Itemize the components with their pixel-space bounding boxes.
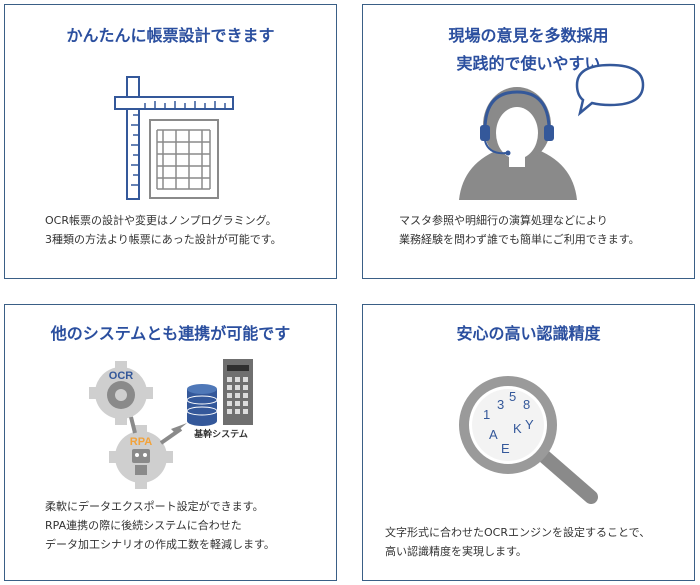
rpa-robot-icon [109,425,173,489]
desc-line: 業務経験を問わず誰でも簡単にご利用できます。 [399,233,640,246]
lens-char: K [513,421,522,436]
card-title: 他のシステムとも連携が可能です [50,324,291,343]
desc-line: データ加工シナリオの作成工数を軽減します。 [45,538,275,551]
rpa-label: RPA [130,436,152,448]
card-title: 安心の高い認識精度 [456,324,601,343]
desc-line: OCR帳票の設計や変更はノンプログラミング。 [45,214,277,227]
desc-line: 高い認識精度を実現します。 [385,545,527,558]
operator-headset-icon [459,63,645,200]
ocr-gear-icon [89,361,153,425]
desc-line: 柔軟にデータエクスポート設定ができます。 [45,500,264,513]
feature-card-form-design: かんたんに帳票設計できます OCR帳票の設計 [4,4,337,279]
lens-char: 3 [497,397,504,412]
card-description: マスタ参照や明細行の演算処理などにより 業務経験を問わず誰でも簡単にご利用できま… [399,211,640,249]
desc-line: RPA連携の際に後続システムに合わせた [45,519,242,532]
lens-char: 5 [509,389,516,404]
card-title-line: 実践的で使いやすい [456,54,601,73]
card-title-line: 現場の意見を多数採用 [448,26,609,45]
integration-diagram: OCR RPA [89,359,253,489]
lens-char: Y [525,417,534,432]
lens-char: 8 [523,397,530,412]
feature-card-integration: 他のシステムとも連携が可能です OCR RPA [4,304,337,581]
card-description: 柔軟にデータエクスポート設定ができます。 RPA連携の際に後続システムに合わせた… [45,497,275,554]
card-description: OCR帳票の設計や変更はノンプログラミング。 3種類の方法より帳票にあった設計が… [45,211,282,249]
card-title: かんたんに帳票設計できます [66,26,275,45]
server-icon [223,359,253,425]
desc-line: マスタ参照や明細行の演算処理などにより [399,214,608,227]
lens-char: A [489,427,498,442]
desc-line: 3種類の方法より帳票にあった設計が可能です。 [45,233,282,246]
lens-char: 1 [483,407,490,422]
card-description: 文字形式に合わせたOCRエンジンを設定することで、 高い認識精度を実現します。 [385,523,650,561]
core-system-label: 基幹システム [193,428,248,440]
desc-line: 文字形式に合わせたOCRエンジンを設定することで、 [385,526,651,539]
ocr-label: OCR [109,370,134,382]
feature-card-practical: 現場の意見を多数採用 実践的で使いやすい マスタ参照や明細行の演算処理などにより… [362,4,695,279]
feature-card-accuracy: 安心の高い認識精度 1 3 5 8 A K Y E 文字形式に合わせたOCRエン… [362,304,695,581]
ruler-grid-icon [114,76,234,200]
magnifier-icon: 1 3 5 8 A K Y E [459,376,598,504]
lens-char: E [501,441,510,456]
database-icon [186,384,218,426]
